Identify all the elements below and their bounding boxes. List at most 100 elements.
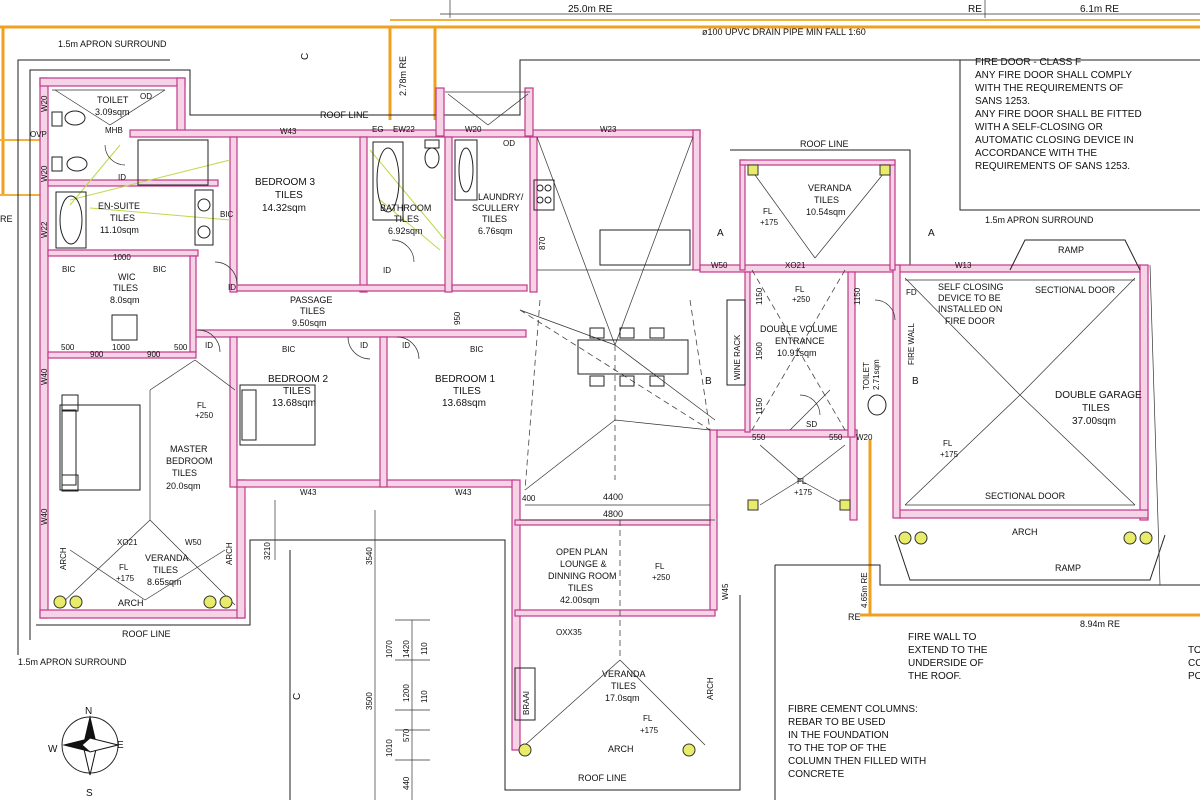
w45-label: W45 [721,583,730,600]
id-label-3: ID [360,341,368,350]
toilet2-name: TOILET [862,362,871,390]
stove-icon [533,179,555,211]
compass-s: S [86,788,93,799]
self-closing-2: DEVICE TO BE [938,293,1001,303]
dim-870: 870 [538,236,547,250]
fl-veranda-t-val: +175 [760,218,779,227]
dim-110-b: 110 [420,690,429,703]
oxx35-label: OXX35 [556,628,582,637]
veranda-t-area: 10.54sqm [806,207,846,217]
dim-1150-top: 1150 [755,287,764,305]
dim-900-left: 900 [90,350,104,359]
id-label-1: ID [118,173,126,182]
walls [39,77,1149,751]
labels: ROOF LINE ROOF LINE ROOF LINE ROOF LINE … [18,92,1142,790]
fire-wall-line: THE ROOF. [908,671,961,682]
passage-name: PASSAGE [290,295,332,305]
garage-area: 37.00sqm [1072,416,1116,427]
fl-master-val: +250 [195,411,214,420]
drain-pipe-label: ø100 UPVC DRAIN PIPE MIN FALL 1:60 [702,27,866,37]
veranda-b-tiles: TILES [611,681,636,691]
ovp-label: OVP [30,130,47,139]
fl-veranda-t: FL [763,207,773,216]
site-boundary [0,19,1200,617]
columns-line: CONCRETE [788,769,844,780]
fire-door-line: SANS 1253. [975,96,1030,107]
bic-wic-left: BIC [62,265,76,274]
apron-top: 1.5m APRON SURROUND [58,39,167,49]
fire-door-line: ACCORDANCE WITH THE [975,148,1097,159]
roof-line-top: ROOF LINE [320,110,369,120]
self-closing-1: SELF CLOSING [938,282,1004,292]
dim-1070: 1070 [385,640,394,658]
w13-label: W13 [955,261,972,270]
section-c-bottom: C [292,693,303,700]
columns-line: COLUMN THEN FILLED WITH [788,756,926,767]
column-icon [682,743,696,757]
toilet-icon [51,156,88,172]
sectional-door-top: SECTIONAL DOOR [1035,285,1116,295]
dim-2-78m: 2.78m RE [398,56,408,96]
arch-bottom: ARCH [608,744,634,754]
column-icon [839,499,851,511]
sd-label: SD [806,420,817,429]
dim-500-left: 500 [61,343,75,352]
fire-door-line: AUTOMATIC CLOSING DEVICE IN [975,135,1134,146]
section-a-mid: A [717,228,724,239]
veranda-l-area: 8.65sqm [147,577,182,587]
compass-e: E [117,740,124,751]
arch-garage: ARCH [1012,527,1038,537]
fire-wall-note: FIRE WALL TO EXTEND TO THE UNDERSIDE OF … [908,632,988,682]
veranda-b-name: VERANDA [602,669,646,679]
compass-w: W [48,744,58,755]
fl-porch: FL [797,477,807,486]
dim-400: 400 [522,494,536,503]
ramp-bottom: RAMP [1055,563,1081,573]
w43-bedroom2: W43 [300,488,317,497]
drainage-lines [69,144,446,251]
columns-line: TO THE TOP OF THE [788,743,887,754]
arch-right-v: ARCH [225,542,234,565]
dim-900-right: 900 [147,350,161,359]
master-name: MASTER [170,444,208,454]
w20-toilet2: W20 [856,433,873,442]
id-label-2: ID [228,283,236,292]
section-markers: C A A B B C [292,53,935,700]
column-icon [69,595,83,609]
ensuite-area: 11.10sqm [100,225,139,235]
top-dimensions: 25.0m RE RE 6.1m RE ø100 UPVC DRAIN PIPE… [0,0,1200,224]
id-label-5: ID [383,266,391,275]
wic-area: 8.0sqm [110,295,140,305]
w43-bedroom3: W43 [280,127,297,136]
fl-veranda-l-val: +175 [116,574,135,583]
bic-bedroom2: BIC [282,345,296,354]
re-mid: RE [848,612,861,622]
column-icon [1123,531,1137,545]
dining-table-icon [577,327,689,387]
bedroom2-name: BEDROOM 2 [268,374,328,385]
dim-4-65m: 4.65m RE [860,572,869,608]
dim-1010: 1010 [385,739,394,757]
sectional-door-bottom: SECTIONAL DOOR [985,491,1066,501]
dim-re-top: RE [968,4,982,15]
dim-570: 570 [402,728,411,742]
wic-name: WIC [118,272,136,282]
self-closing-4: FIRE DOOR [945,316,996,326]
columns-line: IN THE FOUNDATION [788,730,889,741]
bic-bedroom1: BIC [470,345,484,354]
columns-line: FIBRE CEMENT COLUMNS: [788,704,918,715]
veranda-t-name: VERANDA [808,183,852,193]
w20-ensuite: W20 [40,165,49,182]
edge-note: TO CC PO [1188,645,1200,682]
wine-rack [726,299,746,386]
toilet-name: TOILET [97,95,129,105]
edge-line: CC [1188,658,1200,669]
ensuite-tiles: TILES [110,213,135,223]
master-area: 20.0sqm [166,481,201,491]
dim-4400: 4400 [603,492,623,502]
dim-6-1m: 6.1m RE [1080,4,1119,15]
column-icon [1139,531,1153,545]
bedroom1-name: BEDROOM 1 [435,374,495,385]
dim-1150-bottom: 1150 [755,397,764,415]
